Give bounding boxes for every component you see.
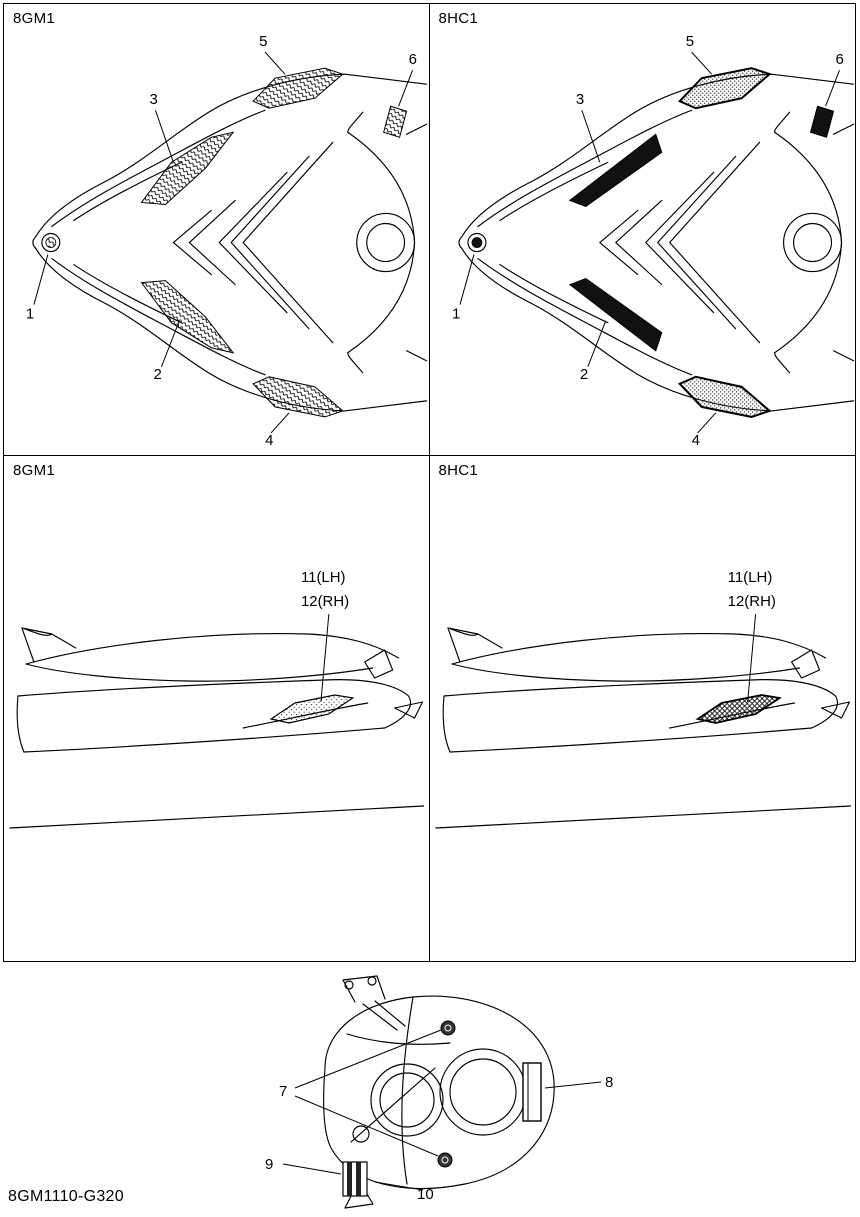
panel-label-mid-right: 8HC1 (438, 462, 479, 479)
callout-12-rh: 12(RH) (727, 593, 775, 610)
decal-3 (140, 131, 235, 205)
part-9-striped-decal (342, 1161, 368, 1197)
callout-1: 1 (26, 306, 34, 323)
decal-6 (383, 105, 408, 138)
decal-5 (677, 67, 772, 110)
callout-3: 3 (575, 91, 583, 108)
top-view-drawing-8hc1: 5 6 3 1 2 4 (451, 33, 854, 449)
leader-lines (458, 51, 840, 434)
callout-6: 6 (409, 51, 417, 68)
panel-label-mid-left: 8GM1 (13, 462, 56, 479)
callout-12-rh: 12(RH) (301, 593, 349, 610)
decal-4 (677, 375, 772, 418)
emblem-7-upper (440, 1020, 456, 1036)
leader-2 (586, 320, 606, 367)
body-outline (457, 73, 854, 412)
callout-6: 6 (835, 51, 843, 68)
emblem-1 (41, 232, 61, 253)
decal-4 (252, 376, 344, 418)
leader-11-12 (320, 613, 330, 703)
callout-2: 2 (153, 366, 161, 383)
rear-view-drawing: 7 8 9 10 (265, 975, 613, 1209)
leader-5 (690, 51, 712, 75)
callout-4: 4 (691, 432, 699, 449)
rear-view-outline (323, 975, 555, 1209)
callout-7: 7 (279, 1083, 287, 1100)
panel-top-left-8gm1: 8GM1 (4, 4, 430, 456)
leader-10 (374, 1181, 424, 1191)
panel-mid-left-8gm1: 8GM1 11(LH) (4, 456, 430, 961)
decal-2 (568, 278, 662, 352)
decal-6 (809, 105, 834, 138)
leader-4 (696, 412, 716, 434)
leader-lines (282, 1029, 602, 1191)
leader-7-upper (294, 1029, 442, 1089)
body-outline (32, 73, 428, 412)
diagram-grid: 8GM1 (3, 3, 856, 962)
leader-11-12 (746, 613, 756, 703)
leader-8 (544, 1081, 602, 1089)
leader-6 (824, 69, 840, 107)
drawing-code: 8GM1110-G320 (8, 1188, 124, 1205)
leader-5 (264, 51, 286, 75)
callout-5: 5 (259, 33, 267, 50)
leader-3 (580, 110, 600, 163)
panel-label-top-left: 8GM1 (13, 10, 56, 27)
leader-9 (282, 1163, 342, 1175)
leader-lines (33, 51, 414, 434)
emblem-7-lower (437, 1152, 453, 1168)
hull-outline (9, 627, 425, 829)
emblem-1 (466, 232, 487, 253)
decal-2 (140, 280, 235, 354)
top-view-drawing-8gm1: 5 6 3 1 2 4 (26, 33, 428, 449)
decal-11-12 (694, 694, 782, 724)
callout-11-lh: 11(LH) (727, 569, 772, 586)
panel-label-top-right: 8HC1 (438, 10, 479, 27)
callout-4: 4 (265, 432, 273, 449)
panel-top-right-8hc1: 8HC1 (429, 4, 855, 456)
side-view-drawing-8hc1: 11(LH) 12(RH) (434, 569, 851, 829)
leader-6 (398, 69, 414, 107)
callout-9: 9 (265, 1156, 273, 1173)
leader-1 (458, 254, 474, 305)
leader-2 (160, 320, 180, 367)
leader-7-lower (294, 1095, 439, 1157)
panel-mid-right-8hc1: 8HC1 11(LH) (430, 456, 856, 961)
callout-8: 8 (605, 1074, 613, 1091)
decal-11-12 (269, 694, 355, 724)
leader-4 (270, 412, 290, 434)
callout-1: 1 (451, 306, 459, 323)
hull-outline (434, 627, 851, 829)
callout-10: 10 (417, 1186, 434, 1203)
side-view-drawing-8gm1: 11(LH) 12(RH) (9, 569, 425, 829)
callout-11-lh: 11(LH) (301, 569, 346, 586)
decal-5 (252, 67, 344, 109)
decal-3 (568, 133, 662, 208)
callout-3: 3 (149, 91, 157, 108)
callout-2: 2 (579, 366, 587, 383)
leader-3 (154, 110, 174, 163)
leader-1 (33, 254, 49, 305)
part-8-plate (522, 1062, 542, 1122)
callout-5: 5 (685, 33, 693, 50)
